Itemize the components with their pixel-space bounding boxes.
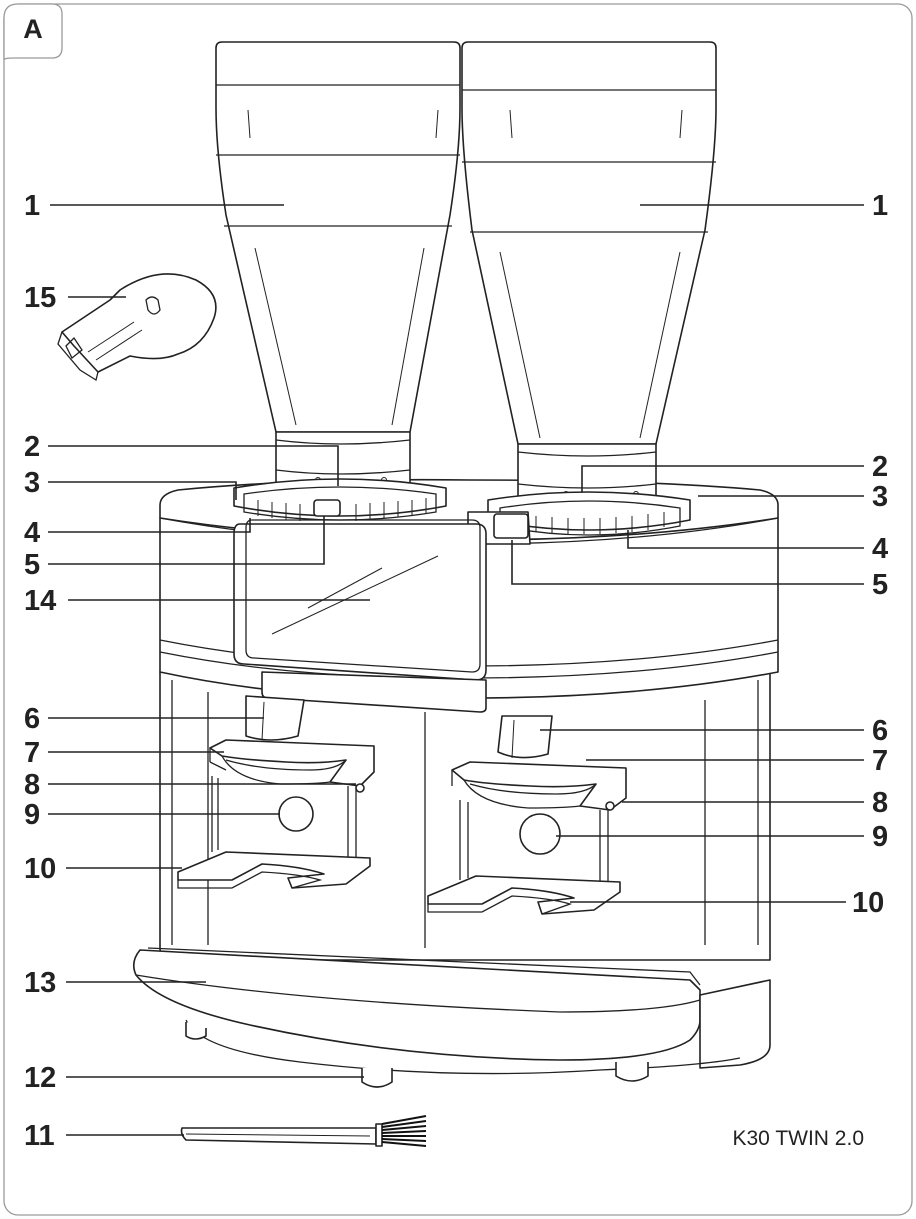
- grind-adjust-ring-left: [233, 478, 447, 521]
- callout-6-right: 6: [872, 715, 888, 747]
- callout-5-left: 5: [24, 549, 40, 581]
- callout-9-left: 9: [24, 799, 40, 831]
- bean-hopper-left: [215, 41, 461, 433]
- bean-hopper-right: [461, 41, 717, 445]
- calibration-tool: [57, 273, 217, 382]
- callout-6-left: 6: [24, 703, 40, 735]
- callout-10-left: 10: [24, 853, 56, 885]
- callout-2-left: 2: [24, 431, 40, 463]
- callout-8-right: 8: [872, 787, 888, 819]
- cleaning-brush: [180, 1115, 427, 1147]
- drip-tray: [132, 947, 771, 1075]
- callout-3-left: 3: [24, 467, 40, 499]
- portafilter-holder-left: [177, 739, 375, 889]
- callout-3-right: 3: [872, 481, 888, 513]
- callout-numbers: 1 1 15 2 2 3 3 4 4 5 5 14 6 6 7 7 8 8 9 …: [24, 190, 888, 1152]
- spout-right: [497, 715, 553, 759]
- callout-2-right: 2: [872, 451, 888, 483]
- callout-12: 12: [24, 1062, 56, 1094]
- portafilter-holder-right: [427, 761, 627, 915]
- callout-7-right: 7: [872, 745, 888, 777]
- callout-1-left: 1: [24, 190, 40, 222]
- spout-left: [245, 695, 305, 741]
- callout-1-right: 1: [872, 190, 888, 222]
- callout-14: 14: [24, 585, 56, 617]
- callout-7-left: 7: [24, 737, 40, 769]
- callout-10-right: 10: [852, 887, 884, 919]
- machine-feet: [185, 1022, 649, 1088]
- leader-lines: [48, 204, 864, 1136]
- callout-4-right: 4: [872, 533, 888, 565]
- grind-adjust-ring-right: [487, 491, 691, 536]
- callout-4-left: 4: [24, 517, 40, 549]
- model-name: K30 TWIN 2.0: [732, 1127, 865, 1150]
- figure-letter-badge: A: [23, 13, 43, 44]
- touch-display: [233, 519, 487, 713]
- callout-15: 15: [24, 282, 56, 314]
- callout-8-left: 8: [24, 769, 40, 801]
- callout-5-right: 5: [872, 569, 888, 601]
- callout-9-right: 9: [872, 821, 888, 853]
- callout-13: 13: [24, 967, 56, 999]
- callout-11: 11: [24, 1120, 55, 1152]
